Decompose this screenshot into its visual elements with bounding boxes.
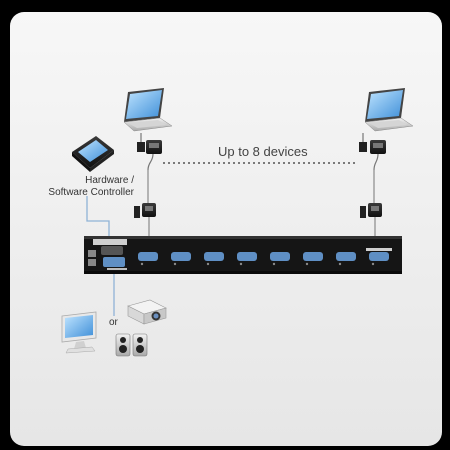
vga-port-2 bbox=[171, 252, 191, 266]
vga-port-3 bbox=[204, 252, 224, 266]
controller-label-line2: Software Controller bbox=[48, 187, 134, 198]
vga-port-6 bbox=[303, 252, 323, 266]
vga-port-5 bbox=[270, 252, 290, 266]
vga-port-7 bbox=[336, 252, 356, 266]
controller-label: Hardware / Software Controller bbox=[48, 175, 134, 199]
kvm-switch-icon bbox=[84, 236, 402, 274]
laptop-right-icon bbox=[364, 88, 414, 132]
adapter-left-top-icon bbox=[137, 133, 162, 171]
vga-port-8 bbox=[369, 252, 389, 266]
devices-count-label: Up to 8 devices bbox=[218, 144, 308, 159]
speakers-icon bbox=[115, 333, 148, 357]
or-label: or bbox=[109, 317, 118, 328]
controller-label-line1: Hardware / bbox=[85, 175, 134, 186]
laptop-left-icon bbox=[123, 88, 173, 132]
diagram-panel bbox=[10, 12, 442, 446]
monitor-icon bbox=[61, 311, 97, 354]
vga-port-1 bbox=[138, 252, 158, 266]
controller-tablet-icon bbox=[72, 136, 114, 172]
adapter-right-top-icon bbox=[359, 133, 386, 171]
vga-port-4 bbox=[237, 252, 257, 266]
adapter-left-bottom-icon bbox=[134, 203, 156, 236]
projector-icon bbox=[127, 299, 167, 325]
adapter-right-bottom-icon bbox=[360, 203, 382, 236]
